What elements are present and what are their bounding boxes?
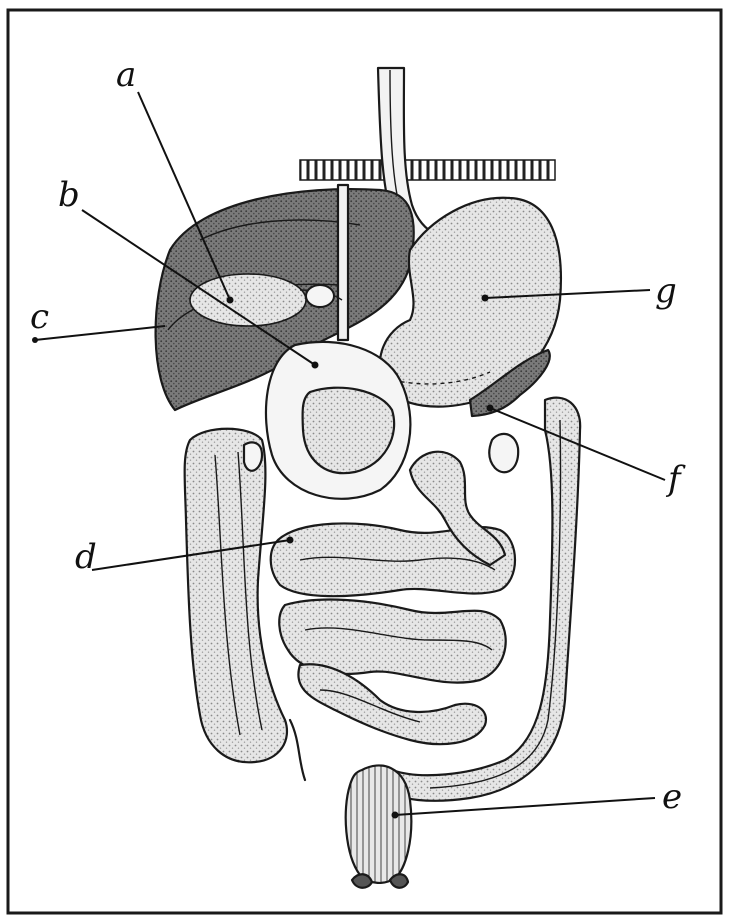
pointer-dot-g <box>482 295 489 302</box>
label-e: e <box>662 777 682 817</box>
pointer-dot-e <box>392 812 399 819</box>
small-intestine <box>271 452 515 744</box>
pointer-dot-c <box>32 337 38 343</box>
label-g: g <box>655 271 677 311</box>
label-c: c <box>30 297 49 337</box>
label-f: f <box>665 459 686 499</box>
leader-line-c <box>35 326 165 340</box>
rectum <box>346 765 412 887</box>
label-a: a <box>116 55 136 95</box>
pointer-dot-b <box>312 362 319 369</box>
pointer-dot-f <box>487 405 494 412</box>
pointer-dot-d <box>287 537 294 544</box>
label-d: d <box>75 537 97 577</box>
gallbladder <box>306 285 334 307</box>
liver-lobe-highlight <box>190 274 306 326</box>
duodenum <box>266 342 410 499</box>
diaphragm <box>300 160 555 180</box>
label-b: b <box>58 175 80 215</box>
pointer-dot-a <box>227 297 234 304</box>
